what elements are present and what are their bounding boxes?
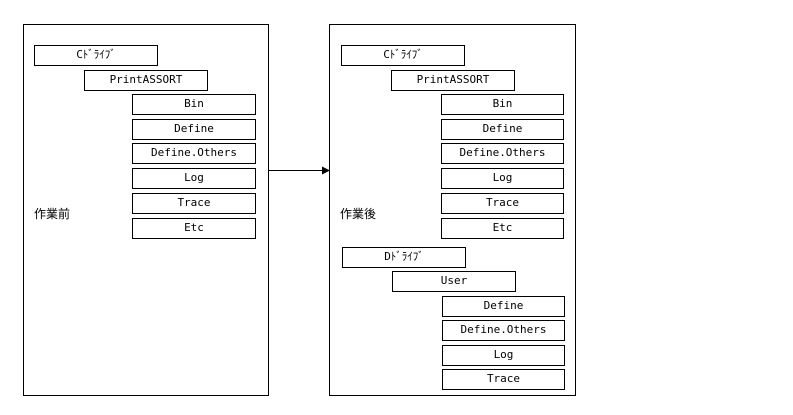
- user-folder-trace: Trace: [442, 369, 565, 390]
- folder-define-others: Define.Others: [441, 143, 564, 164]
- folder-log: Log: [132, 168, 256, 189]
- d-drive-box: Dﾄﾞﾗｲﾌﾞ: [342, 247, 466, 268]
- folder-etc: Etc: [441, 218, 564, 239]
- c-drive-box: Cﾄﾞﾗｲﾌﾞ: [34, 45, 158, 66]
- user-folder-define-others: Define.Others: [442, 320, 565, 341]
- folder-define-others: Define.Others: [132, 143, 256, 164]
- after-label: 作業後: [340, 207, 377, 221]
- folder-trace: Trace: [132, 193, 256, 214]
- printassort-folder-box: PrintASSORT: [391, 70, 515, 91]
- folder-trace: Trace: [441, 193, 564, 214]
- folder-etc: Etc: [132, 218, 256, 239]
- user-folder-log: Log: [442, 345, 565, 366]
- c-drive-box: Cﾄﾞﾗｲﾌﾞ: [341, 45, 465, 66]
- user-folder-define: Define: [442, 296, 565, 317]
- folder-bin: Bin: [132, 94, 256, 115]
- folder-log: Log: [441, 168, 564, 189]
- folder-define: Define: [441, 119, 564, 140]
- printassort-folder-box: PrintASSORT: [84, 70, 208, 91]
- before-label: 作業前: [34, 207, 71, 221]
- arrow-head: [322, 166, 330, 175]
- folder-bin: Bin: [441, 94, 564, 115]
- user-folder-box: User: [392, 271, 516, 292]
- folder-define: Define: [132, 119, 256, 140]
